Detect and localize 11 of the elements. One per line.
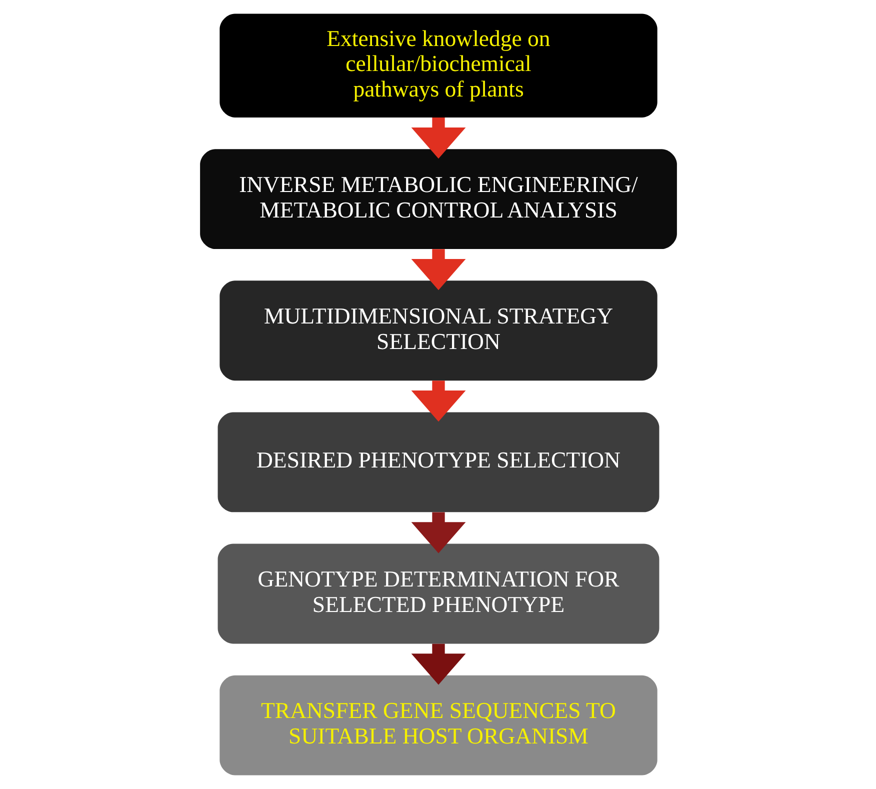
- node-box: GENOTYPE DETERMINATION FOR SELECTED PHENOTYPE: [217, 544, 659, 644]
- arrow: [410, 512, 466, 554]
- node-box: Extensive knowledge on cellular/biochemical pathways of plants: [219, 14, 657, 118]
- node-box: DESIRED PHENOTYPE SELECTION: [217, 412, 659, 512]
- arrow: [410, 644, 466, 685]
- arrow: [410, 118, 466, 159]
- arrow: [410, 380, 466, 422]
- node-box: TRANSFER GENE SEQUENCES TO SUITABLE HOST ORGANISM: [219, 675, 657, 776]
- arrow: [410, 249, 466, 290]
- node-box: MULTIDIMENSIONAL STRATEGY SELECTION: [219, 280, 657, 381]
- node-box: INVERSE METABOLIC ENGINEERING/ METABOLIC CONTROL ANALYSIS: [200, 149, 676, 250]
